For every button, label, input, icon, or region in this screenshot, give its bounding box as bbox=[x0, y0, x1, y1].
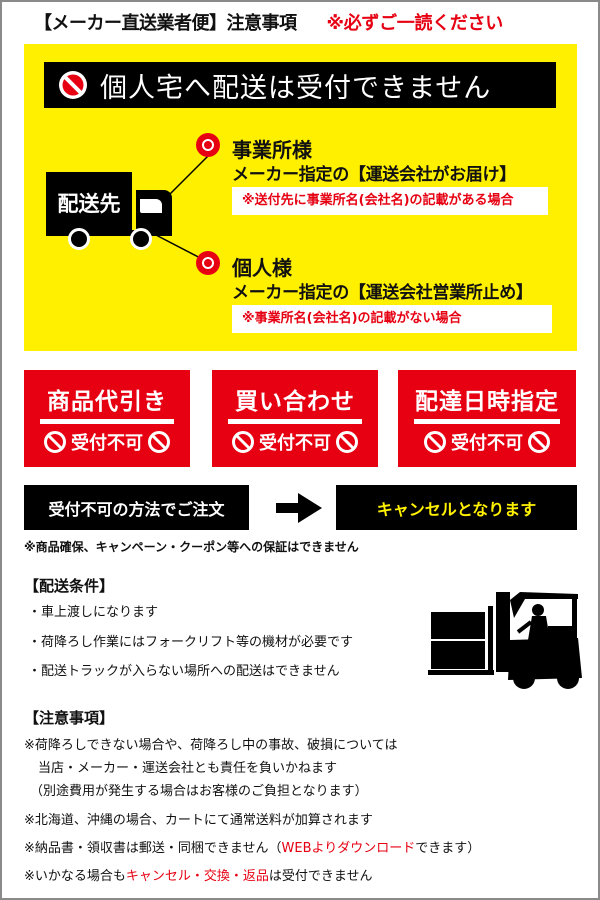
restriction-status: 受付不可 bbox=[212, 429, 378, 455]
divider bbox=[414, 419, 560, 424]
destination-description: メーカー指定の【運送会社がお届け】 bbox=[232, 165, 516, 185]
banner-text: 個人宅へ配送は受付できません bbox=[100, 72, 492, 104]
restriction-combined-order: 買い合わせ 受付不可 bbox=[212, 370, 378, 467]
note-highlight: キャンセル・交換・返品 bbox=[125, 869, 269, 884]
guarantee-note: ※商品確保、キャンペーン・クーポン等への保証はできません bbox=[24, 540, 359, 554]
note-line: ※納品書・領収書は郵送・同梱できません（WEBよりダウンロードできます） bbox=[24, 837, 480, 856]
truck-wheel bbox=[130, 228, 152, 250]
truck-label: 配送先 bbox=[57, 192, 121, 216]
truck-wheel bbox=[68, 228, 90, 250]
note-text: ※いかなる場合も bbox=[24, 869, 126, 884]
destination-condition: ※事業所名(会社名)の記載がない場合 bbox=[232, 305, 552, 333]
truck-icon: 配送先 bbox=[44, 172, 184, 262]
delivery-conditions-title: 【配送条件】 bbox=[24, 577, 115, 595]
restriction-cod: 商品代引き 受付不可 bbox=[24, 370, 190, 467]
prohibited-icon bbox=[336, 431, 358, 453]
unaccepted-order-box: 受付不可の方法でご注文 bbox=[24, 485, 249, 530]
delivery-destination-panel: 個人宅へ配送は受付できません 配送先 事業所様 メーカー指定の【運送会社がお届け… bbox=[24, 44, 577, 351]
truck-chassis bbox=[46, 230, 172, 236]
condition-item: ・車上渡しになります bbox=[28, 605, 159, 620]
destination-condition: ※送付先に事業所名(会社名)の記載がある場合 bbox=[232, 187, 548, 215]
status-text: 受付不可 bbox=[451, 433, 523, 454]
truck-cargo: 配送先 bbox=[46, 172, 132, 234]
cancellation-box: キャンセルとなります bbox=[336, 485, 577, 530]
restriction-label: 商品代引き bbox=[47, 389, 167, 415]
note-line: 当店・メーカー・運送会社とも責任を負いかねます bbox=[38, 761, 338, 776]
prohibited-icon bbox=[424, 431, 446, 453]
page-title: 【メーカー直送業者便】注意事項 bbox=[34, 13, 297, 34]
double-circle-icon bbox=[196, 133, 220, 157]
divider bbox=[40, 419, 174, 424]
note-line: ※北海道、沖縄の場合、カートにて通常送料が加算されます bbox=[24, 813, 373, 828]
note-line: ※いかなる場合もキャンセル・交換・返品は受付できません bbox=[24, 865, 373, 884]
condition-item: ・荷降ろし作業にはフォークリフト等の機材が必要です bbox=[28, 635, 354, 650]
note-text: は受付できません bbox=[268, 869, 373, 884]
condition-item: ・配送トラックが入らない場所への配送はできません bbox=[28, 664, 340, 679]
note-line: ※荷降ろしできない場合や、荷降ろし中の事故、破損については bbox=[24, 738, 398, 753]
truck-window bbox=[140, 199, 162, 213]
note-text: できます） bbox=[415, 841, 481, 856]
restriction-status: 受付不可 bbox=[398, 429, 576, 455]
arrow-right-icon bbox=[276, 493, 322, 523]
status-text: 受付不可 bbox=[259, 433, 331, 454]
double-circle-icon bbox=[196, 251, 220, 275]
prohibited-icon bbox=[148, 431, 170, 453]
destination-description: メーカー指定の【運送会社営業所止め】 bbox=[232, 283, 533, 303]
read-notice: ※必ずご一読ください bbox=[326, 13, 504, 34]
no-residential-banner: 個人宅へ配送は受付できません bbox=[44, 62, 556, 108]
note-line: （別途費用が発生する場合はお客様のご負担となります） bbox=[30, 784, 368, 799]
restriction-status: 受付不可 bbox=[24, 429, 190, 455]
prohibited-icon bbox=[59, 71, 87, 99]
restriction-delivery-datetime: 配達日時指定 受付不可 bbox=[398, 370, 576, 467]
restriction-label: 配達日時指定 bbox=[415, 389, 559, 415]
restriction-label: 買い合わせ bbox=[235, 389, 355, 415]
prohibited-icon bbox=[44, 431, 66, 453]
prohibited-icon bbox=[528, 431, 550, 453]
note-highlight: WEBよりダウンロード bbox=[281, 841, 416, 856]
destination-name: 個人様 bbox=[232, 256, 292, 280]
prohibited-icon bbox=[232, 431, 254, 453]
forklift-icon bbox=[428, 592, 582, 689]
divider bbox=[228, 419, 362, 424]
status-text: 受付不可 bbox=[71, 433, 143, 454]
header: 【メーカー直送業者便】注意事項 ※必ずご一読ください bbox=[34, 9, 570, 35]
destination-name: 事業所様 bbox=[232, 138, 312, 162]
notes-title: 【注意事項】 bbox=[24, 709, 115, 727]
note-text: ※納品書・領収書は郵送・同梱できません（ bbox=[24, 841, 282, 856]
